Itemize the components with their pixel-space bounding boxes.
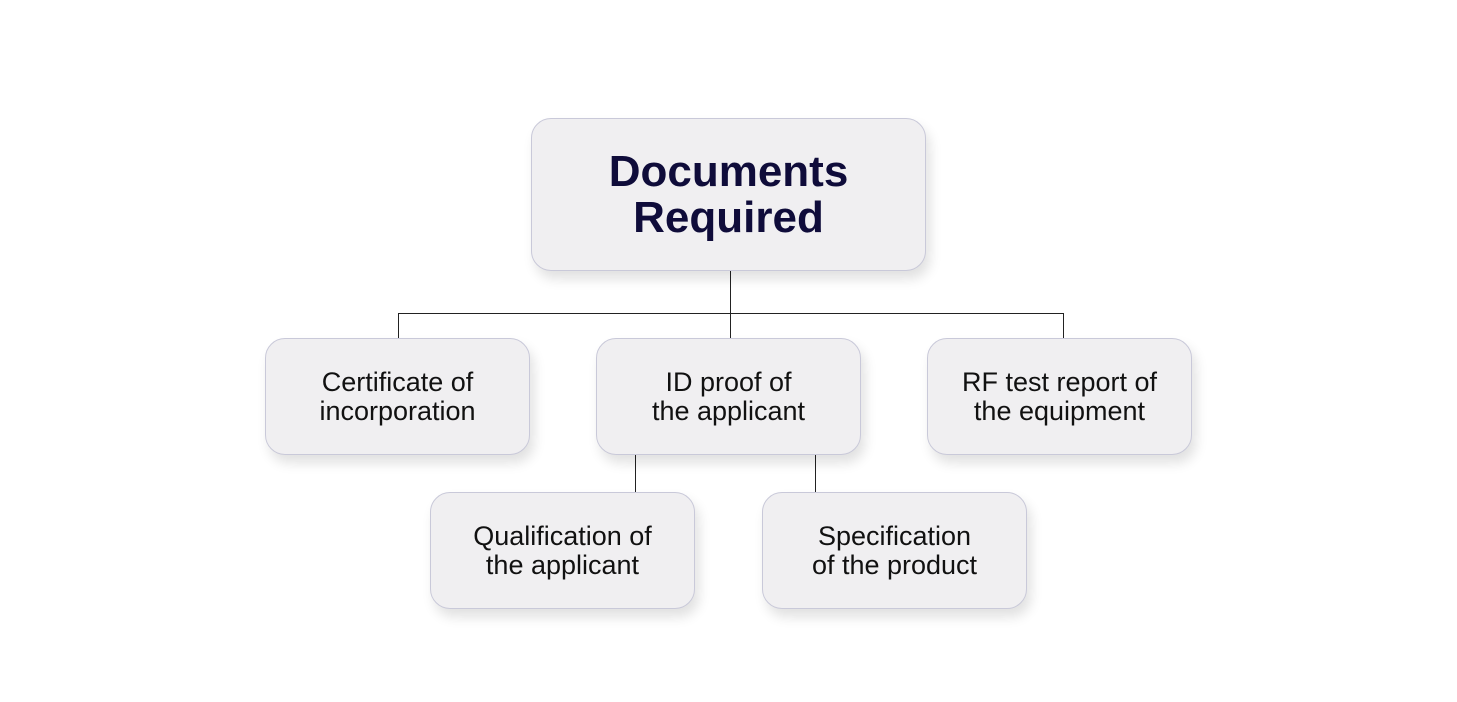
- connector-horizontal: [398, 313, 1064, 314]
- node-label: Specification of the product: [811, 520, 978, 580]
- node-label: ID proof of the applicant: [651, 366, 806, 426]
- connector-to-rf-report: [1063, 313, 1064, 338]
- node-rf-test-report: RF test report of the equipment: [927, 338, 1192, 455]
- node-label: RF test report of the equipment: [961, 366, 1158, 426]
- connector-to-certificate: [398, 313, 399, 338]
- connector-to-id-proof: [730, 313, 731, 338]
- connector-to-qualification: [635, 455, 636, 492]
- node-qualification: Qualification of the applicant: [430, 492, 695, 609]
- connector-to-specification: [815, 455, 816, 492]
- node-label: Qualification of the applicant: [473, 520, 652, 580]
- root-node-label: Documents Required: [608, 146, 849, 242]
- node-specification: Specification of the product: [762, 492, 1027, 609]
- root-node-documents-required: Documents Required: [531, 118, 926, 271]
- node-id-proof: ID proof of the applicant: [596, 338, 861, 455]
- connector-root-down: [730, 271, 731, 313]
- node-label: Certificate of incorporation: [319, 366, 476, 426]
- node-certificate-of-incorporation: Certificate of incorporation: [265, 338, 530, 455]
